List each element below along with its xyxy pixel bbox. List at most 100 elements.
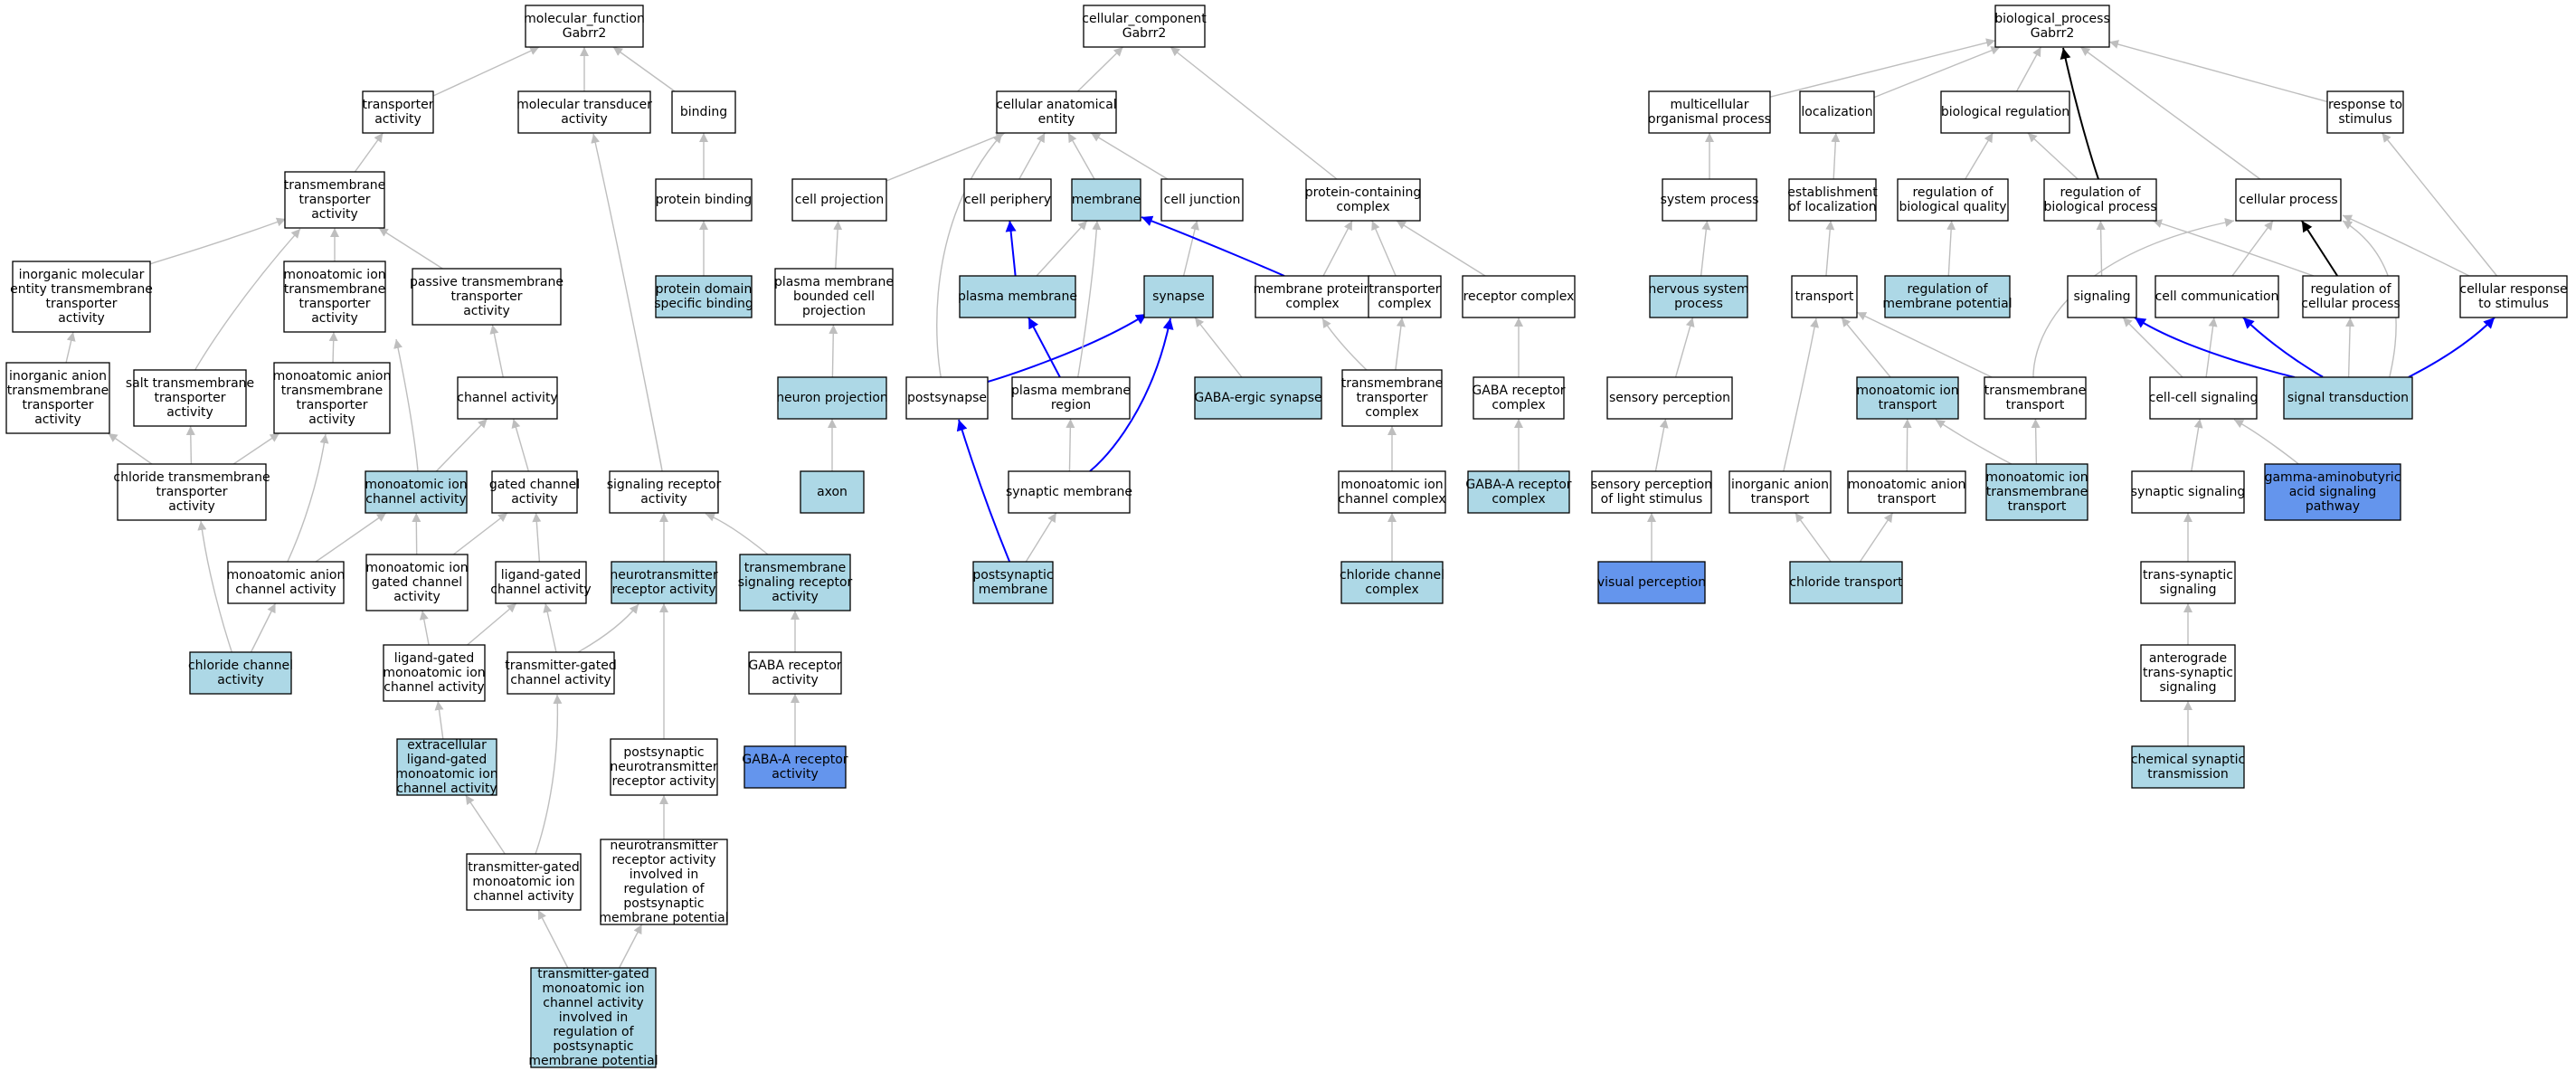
node-monoion-tm-transporter[interactable]: monoatomic iontransmembranetransporterac… [283, 261, 386, 333]
node-signal-transduction[interactable]: signal transduction [2283, 376, 2413, 420]
node-system-process[interactable]: system process [1661, 178, 1759, 222]
node-receptor-complex[interactable]: receptor complex [1462, 275, 1576, 318]
node-visual-perception[interactable]: visual perception [1597, 561, 1706, 604]
node-chloride-transport[interactable]: chloride transport [1789, 561, 1903, 604]
node-box [1160, 178, 1244, 222]
node-transport[interactable]: transport [1791, 275, 1858, 318]
node-sensory-perception[interactable]: sensory perception [1606, 376, 1733, 420]
node-synaptic-signaling[interactable]: synaptic signaling [2131, 470, 2246, 514]
node-axon[interactable]: axon [800, 470, 865, 514]
node-box [1799, 90, 1875, 134]
node-synapse[interactable]: synapse [1143, 275, 1214, 318]
node-synaptic-membrane[interactable]: synaptic membrane [1006, 470, 1132, 514]
node-cell-cell-signaling[interactable]: cell-cell signaling [2149, 376, 2259, 420]
node-cell-communication[interactable]: cell communication [2155, 275, 2279, 318]
node-cell-periphery[interactable]: cell periphery [963, 178, 1052, 222]
node-postsynapse[interactable]: postsynapse [905, 376, 989, 420]
node-cell-junction[interactable]: cell junction [1160, 178, 1244, 222]
node-gabaergic-synapse[interactable]: GABA-ergic synapse [1194, 376, 1322, 420]
node-plasma-membrane[interactable]: plasma membrane [958, 275, 1077, 318]
node-box [1597, 561, 1706, 604]
edge-monoion_tm_transport-to-tm_transport [2031, 418, 2041, 465]
node-chloride-tm[interactable]: chloride transmembranetransporteractivit… [113, 463, 270, 521]
node-membrane[interactable]: membrane [1071, 178, 1141, 222]
node-label-line: regulation of [623, 882, 705, 896]
node-label-line: monoatomic ion [383, 666, 485, 680]
node-neuron-projection[interactable]: neuron projection [776, 376, 888, 420]
node-label-line: system process [1661, 193, 1759, 207]
node-cell-projection[interactable]: cell projection [791, 178, 887, 222]
node-binding[interactable]: binding [671, 90, 736, 134]
node-inorg-anion[interactable]: inorganic aniontransmembranetransportera… [5, 362, 110, 434]
node-bio-regulation[interactable]: biological regulation [1940, 90, 2070, 134]
node-label-line: channel activity [365, 492, 466, 507]
node-signaling[interactable]: signaling [2067, 275, 2137, 318]
node-protein-binding[interactable]: protein binding [655, 178, 753, 222]
node-cellular-process[interactable]: cellular process [2235, 178, 2342, 222]
node-localization[interactable]: localization [1799, 90, 1875, 134]
node-box [1338, 470, 1446, 514]
node-monoanion-tm[interactable]: monoatomic aniontransmembranetransporter… [273, 362, 392, 434]
node-channel-act[interactable]: channel activity [457, 376, 558, 420]
